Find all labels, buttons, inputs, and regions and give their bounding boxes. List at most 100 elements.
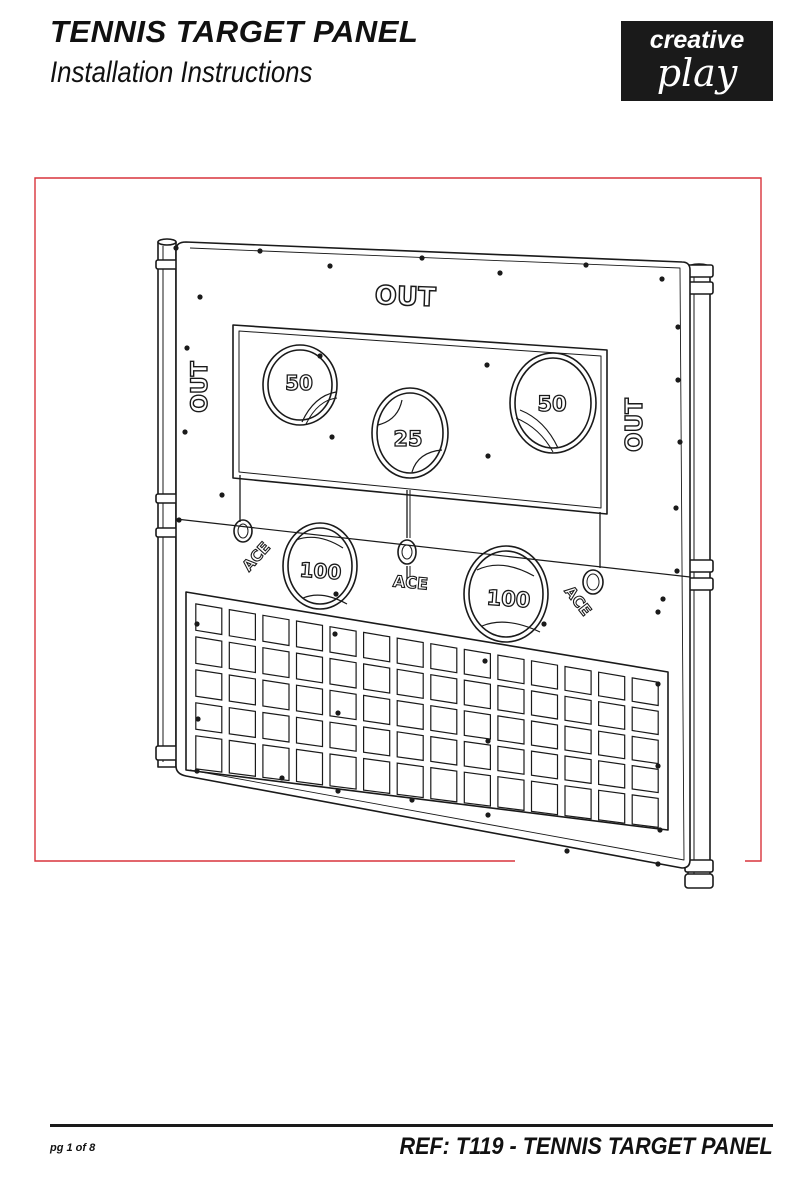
net-cell: [396, 699, 424, 731]
bolt: [317, 353, 323, 359]
bolt: [484, 362, 490, 368]
target-50-left-circle: [262, 344, 338, 426]
out-label-left: OUT: [188, 361, 213, 413]
ace-ring-left: [233, 519, 253, 543]
bolt: [497, 270, 503, 276]
net-cell: [564, 755, 592, 785]
net-cell: [597, 730, 626, 760]
net-cell: [463, 679, 491, 710]
page-number: pg 1 of 8: [50, 1142, 96, 1154]
bolt: [333, 591, 339, 597]
net-cell: [564, 725, 592, 755]
bolt: [541, 621, 547, 627]
bolt: [482, 658, 488, 664]
net-grid-frame: [185, 591, 669, 831]
net-cell: [262, 646, 290, 679]
net-cell: [329, 657, 357, 689]
net-cell: [497, 654, 525, 685]
bolt: [194, 621, 200, 627]
ace-label-center: ACE: [392, 572, 429, 594]
target-100-right-label: 100: [486, 586, 531, 613]
footer-rule: [50, 1124, 773, 1127]
ace-ring-right: [582, 569, 604, 595]
net-cell: [329, 689, 357, 721]
net-cell: [430, 705, 458, 735]
net-cell: [564, 665, 592, 696]
logo-text-play: play: [656, 51, 738, 95]
bolt: [182, 429, 188, 435]
net-cell: [228, 707, 256, 739]
bolt: [279, 775, 285, 781]
net-cell: [631, 794, 659, 829]
net-cell: [430, 766, 458, 803]
document-subtitle: Installation Instructions: [50, 56, 313, 89]
net-cell: [228, 641, 256, 674]
net-cell: [396, 731, 424, 762]
bolt: [674, 568, 680, 574]
bolt: [485, 738, 491, 744]
bolt: [655, 609, 661, 615]
net-cell: [262, 614, 290, 647]
net-cell: [396, 637, 424, 669]
bolt: [176, 517, 182, 523]
bolt: [677, 439, 683, 445]
net-cell: [530, 750, 559, 780]
net-cell: [564, 695, 592, 725]
bolt: [564, 848, 570, 854]
target-100-right-circle: [463, 545, 549, 643]
net-cell: [195, 603, 223, 636]
target-25-label: 25: [393, 427, 422, 451]
bolt: [659, 276, 665, 282]
net-cell: [430, 642, 458, 674]
bolt: [675, 377, 681, 383]
net-cell: [262, 711, 290, 743]
target-100-left-circle: [282, 522, 358, 610]
logo-text-creative: creative: [649, 26, 745, 54]
panel-bolts: [173, 245, 683, 867]
net-cell: [195, 636, 223, 668]
net-cell: [497, 684, 525, 715]
net-cell: [497, 776, 525, 812]
court-box: [232, 324, 608, 515]
net-cell: [564, 785, 592, 820]
target-25-circle: [371, 387, 449, 479]
net-cell: [530, 720, 559, 750]
net-cell: [597, 789, 626, 824]
net-cell: [262, 679, 290, 711]
net-cell: [195, 669, 223, 701]
net-cell: [463, 648, 491, 679]
bolt: [332, 631, 338, 637]
net-cell: [295, 716, 324, 748]
bolt: [655, 763, 661, 769]
net-cell: [463, 740, 491, 771]
net-cell: [195, 702, 223, 734]
net-cell: [631, 677, 659, 707]
bolt: [219, 492, 225, 498]
target-50-right-circle: [509, 352, 597, 454]
net-cell: [597, 760, 626, 789]
net-grid-cells: [195, 603, 659, 829]
net-cell: [530, 780, 559, 816]
net-cell: [597, 671, 626, 701]
out-label-right: OUT: [622, 398, 648, 452]
net-cell: [329, 721, 357, 752]
bolt: [660, 596, 666, 602]
target-100-left-label: 100: [299, 558, 342, 585]
red-frame-border: [34, 177, 762, 862]
net-cell: [295, 748, 324, 786]
net-cell: [631, 706, 659, 736]
net-cell: [363, 631, 391, 663]
net-cell: [262, 744, 290, 782]
net-cell: [329, 753, 357, 790]
bolt: [485, 812, 491, 818]
bolt: [194, 768, 200, 774]
net-cell: [597, 700, 626, 730]
bolt: [657, 827, 663, 833]
net-cell: [396, 668, 424, 699]
bolt: [485, 453, 491, 459]
bolt: [197, 294, 203, 300]
bolt: [327, 263, 333, 269]
left-post: [155, 238, 179, 768]
bolt: [195, 716, 201, 722]
